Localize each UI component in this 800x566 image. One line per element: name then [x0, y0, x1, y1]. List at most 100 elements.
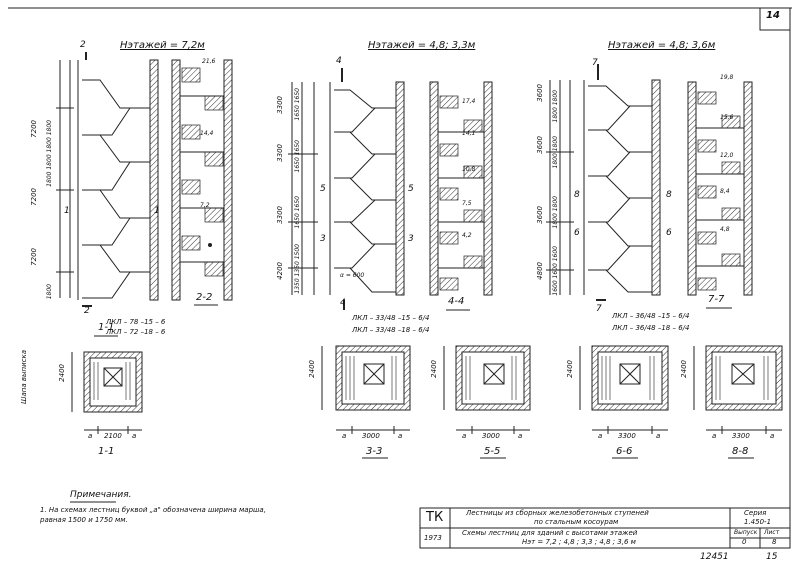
title-block-year: 1973 — [424, 534, 442, 542]
dim-right-1b: 1800 1800 — [552, 90, 559, 123]
title-block-series-label: Серия — [744, 509, 767, 517]
title-block-desc-2: Схемы лестниц для зданий с высотами этаж… — [462, 529, 638, 537]
title-block-issue-value: 0 — [742, 538, 747, 546]
dim-right-1: 3600 — [536, 84, 544, 102]
plan-5-height: 2400 — [430, 360, 438, 378]
level-2-2-1: 21,6 — [202, 58, 216, 65]
dim-right-2: 3600 — [536, 136, 544, 154]
level-7-7-3: 12,0 — [720, 152, 734, 159]
cut-mark-6-left: 6 — [574, 228, 580, 238]
level-7-7-2: 15,6 — [720, 114, 734, 121]
section-label-5-5: 5-5 — [484, 446, 501, 457]
title-block-desc-1b: по стальным косоурам — [534, 518, 619, 526]
notes-title: Примечания. — [70, 490, 132, 500]
mark-label-3: ЛКЛ – 33/48 –15 – 6/4 — [352, 314, 430, 322]
mark-label-5: ЛКЛ – 36/48 –15 – 6/4 — [612, 312, 690, 320]
dim-mid-2: 3300 — [276, 144, 284, 162]
notes-line-2: равная 1500 и 1750 мм. — [40, 516, 128, 524]
dim-mid-4: 4200 — [276, 262, 284, 280]
dim-mid-2b: 1650 1650 — [294, 140, 301, 173]
section-label-4-4: 4-4 — [448, 296, 465, 307]
level-7-7-4: 8,4 — [720, 188, 730, 195]
mark-label-6: ЛКЛ – 36/48 –18 – 6/4 — [612, 324, 690, 332]
plan-8-a-left: а — [712, 432, 717, 440]
level-4-4-4: 7,5 — [462, 200, 472, 207]
notes-line-1: 1. На схемах лестниц буквой „а" обозначе… — [40, 506, 266, 514]
plan-5-a-right: а — [518, 432, 523, 440]
dim-left-4: 1800 — [46, 284, 53, 300]
level-7-7-1: 19,8 — [720, 74, 734, 81]
section-7-7-elevation — [687, 81, 753, 296]
alpha-note: α = 600 — [340, 272, 365, 279]
title-block-tk: ТК — [426, 510, 444, 525]
cut-mark-3-right: 3 — [408, 234, 414, 244]
level-4-4-1: 17,4 — [462, 98, 476, 105]
section-1-1-elevation — [56, 52, 159, 307]
plan-6-a-left: а — [598, 432, 603, 440]
plan-3-3 — [321, 345, 411, 434]
level-2-2-2: 14,4 — [200, 130, 214, 137]
sheet-number: 14 — [766, 10, 780, 21]
cut-mark-7-bottom: 7 — [596, 304, 602, 314]
dim-left-3: 7200 — [30, 248, 38, 266]
level-4-4-2: 14,1 — [462, 130, 476, 137]
cut-mark-6-right: 6 — [666, 228, 672, 238]
dim-mid-1: 3300 — [276, 96, 284, 114]
dim-right-2b: 1800 1800 — [552, 136, 559, 169]
bottom-page: 15 — [766, 552, 778, 562]
title-block-sheet-label: Лист — [764, 529, 780, 536]
section-label-1-1: 1-1 — [98, 322, 115, 333]
dim-left-1: 7200 — [30, 120, 38, 138]
dim-mid-4b: 1350 1350 1500 — [294, 244, 301, 294]
plan-5-5 — [443, 345, 531, 434]
section-6-6-elevation — [546, 64, 661, 301]
mark-label-2: ЛКЛ – 72 –18 – 6 — [106, 328, 166, 336]
plan-6-width: 3300 — [618, 432, 636, 440]
title-block-sheet-value: 8 — [772, 538, 777, 546]
cut-mark-2-bottom: 2 — [84, 306, 90, 316]
section-label-8-8: 8-8 — [732, 446, 749, 457]
level-2-2-3: 7,2 — [200, 202, 210, 209]
plan-1-1 — [71, 351, 143, 434]
plan-1-a-left: а — [88, 432, 93, 440]
cut-mark-3-left: 3 — [320, 234, 326, 244]
level-4-4-5: 4,2 — [462, 232, 472, 239]
section-label-3-3: 3-3 — [366, 446, 383, 457]
dim-left-2: 7200 — [30, 188, 38, 206]
title-block-desc-1: Лестницы из сборных железобетонных ступе… — [466, 509, 649, 517]
plan-8-8 — [693, 345, 783, 434]
dim-right-3: 3600 — [536, 206, 544, 224]
plan-1-width: 2100 — [104, 432, 122, 440]
section-3-3-elevation — [288, 68, 405, 310]
cut-mark-7-top: 7 — [592, 58, 598, 68]
cut-mark-8-right: 8 — [666, 190, 672, 200]
plan-6-6 — [579, 345, 669, 434]
dim-right-4: 4800 — [536, 262, 544, 280]
dim-right-3b: 1800 1800 — [552, 196, 559, 229]
level-4-4-3: 10,8 — [462, 166, 476, 173]
mark-label-4: ЛКЛ – 33/48 –18 – 6/4 — [352, 326, 430, 334]
title-block-desc-2b: Нэт = 7,2 ; 4,8 ; 3,3 ; 4,8 ; 3,6 м — [522, 538, 636, 546]
heading-4-8-3-6m: Нэтажей = 4,8; 3,6м — [608, 40, 716, 51]
plan-6-height: 2400 — [566, 360, 574, 378]
cut-mark-4-top: 4 — [336, 56, 342, 66]
plan-5-a-left: а — [462, 432, 467, 440]
cut-mark-8-left: 8 — [574, 190, 580, 200]
dim-right-4b: 1600 1600 1600 — [552, 246, 559, 296]
dim-left-1b: 1800 1800 1800 1800 — [46, 120, 53, 187]
plan-3-a-right: а — [398, 432, 403, 440]
plan-6-a-right: а — [656, 432, 661, 440]
plan-8-a-right: а — [770, 432, 775, 440]
cut-mark-1-right: 1 — [154, 206, 160, 216]
heading-7-2m: Нэтажей = 7,2м — [120, 40, 205, 51]
section-label-1-1-plan: 1-1 — [98, 446, 115, 457]
plan-3-height: 2400 — [308, 360, 316, 378]
section-label-underlines — [70, 304, 754, 503]
plan-3-width: 3000 — [362, 432, 380, 440]
title-block-series-value: 1.450-1 — [744, 518, 772, 526]
title-block-issue-label: Выпуск — [734, 529, 758, 536]
section-label-6-6: 6-6 — [616, 446, 633, 457]
cut-mark-5-left: 5 — [320, 184, 326, 194]
